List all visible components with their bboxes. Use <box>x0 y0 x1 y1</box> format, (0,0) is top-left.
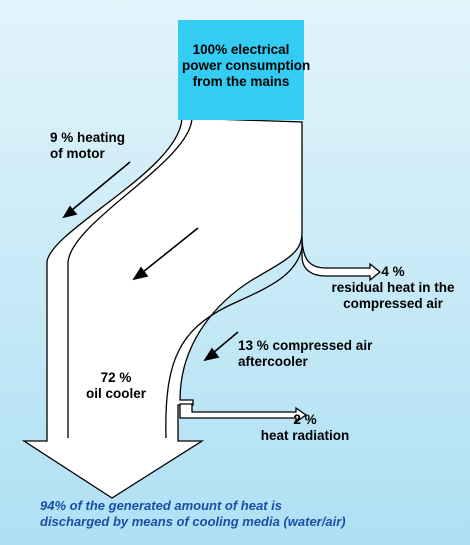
oil-cooler-label: 72 % oil cooler <box>76 370 156 402</box>
residual-heat-label: 4 % residual heat in the compressed air <box>308 264 470 312</box>
oil-cooler-label-line2: oil cooler <box>85 386 146 401</box>
aftercooler-direction-arrow <box>203 331 239 362</box>
source-label-line2: power consumption <box>182 58 311 73</box>
motor-label-line1: 9 % heating <box>50 130 126 145</box>
source-label-line3: from the mains <box>192 74 290 89</box>
residual-heat-arrow <box>301 235 382 282</box>
heat-radiation-label-line1: 2 % <box>293 412 317 427</box>
aftercooler-band-separator <box>165 247 303 439</box>
residual-heat-label-line1: 4 % <box>381 264 405 279</box>
residual-heat-label-line3: compressed air <box>343 296 443 311</box>
motor-band-separator <box>67 115 193 438</box>
oil-cooler-direction-arrow <box>132 227 199 281</box>
source-label: 100% electrical power consumption from t… <box>182 42 311 90</box>
motor-direction-arrow <box>62 161 131 219</box>
aftercooler-label: 13 % compressed air aftercooler <box>238 338 372 370</box>
aftercooler-label-line1: 13 % compressed air <box>238 338 373 353</box>
caption: 94% of the generated amount of heat is d… <box>40 498 346 530</box>
caption-line1: 94% of the generated amount of heat is <box>40 498 282 513</box>
source-box <box>178 20 304 120</box>
heat-radiation-arrow <box>179 403 308 424</box>
oil-cooler-label-line1: 72 % <box>100 370 132 385</box>
source-label-line1: 100% electrical <box>192 42 290 57</box>
motor-label: 9 % heating of motor <box>50 130 125 162</box>
heat-radiation-label: 2 % heat radiation <box>240 412 370 444</box>
heat-radiation-label-line2: heat radiation <box>260 428 350 443</box>
residual-heat-label-line2: residual heat in the <box>331 280 455 295</box>
aftercooler-label-line2: aftercooler <box>238 354 308 369</box>
main-flow-band <box>21 117 303 499</box>
caption-line2: discharged by means of cooling media (wa… <box>40 514 346 529</box>
motor-label-line2: of motor <box>50 146 105 161</box>
